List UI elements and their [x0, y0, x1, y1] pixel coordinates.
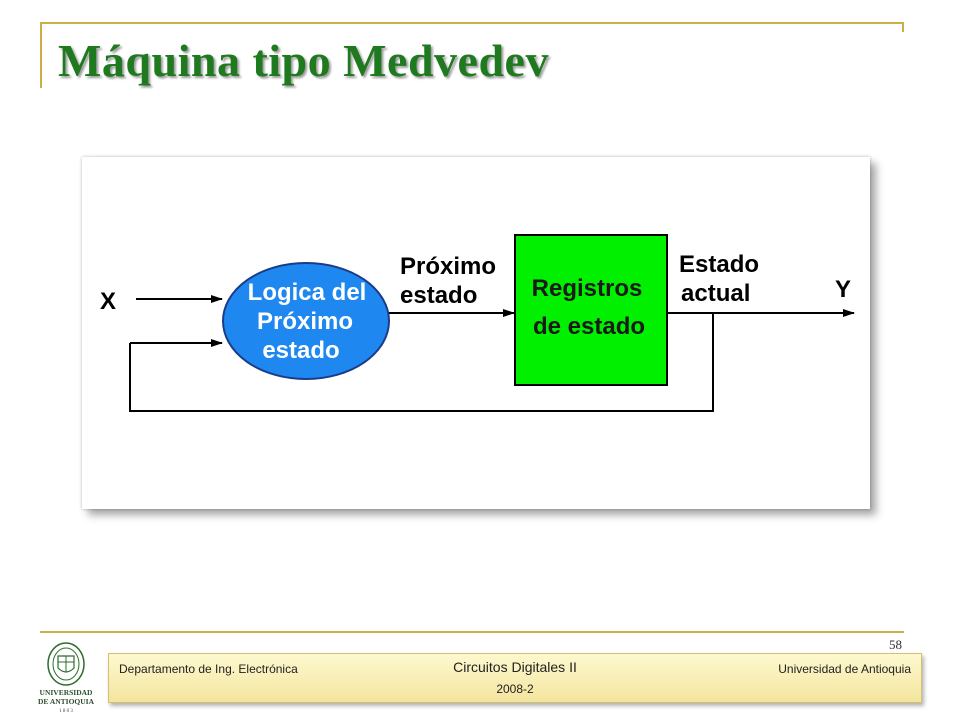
logo-text-line3: 1 8 0 3: [59, 709, 73, 714]
medvedev-diagram: Logica del Próximo estado Registros de e…: [100, 234, 855, 412]
page-number: 58: [889, 637, 902, 652]
footer-semester: 2008-2: [496, 682, 534, 696]
left-decorative-line: [40, 22, 42, 88]
current-state-label-line2: actual: [681, 280, 750, 307]
logo-text-line1: UNIVERSIDAD: [40, 688, 94, 697]
top-decorative-line: [40, 22, 904, 24]
logic-label-line1: Logica del: [248, 279, 367, 306]
logo-text-line2: DE ANTIOQUIA: [38, 697, 95, 706]
register-label-line2: de estado: [533, 313, 645, 340]
register-label-line1: Registros: [532, 275, 643, 302]
footer-decorative-line: [40, 631, 904, 633]
current-state-label-line1: Estado: [679, 251, 759, 278]
input-x-label: X: [100, 288, 116, 315]
footer-department: Departamento de Ing. Electrónica: [119, 662, 298, 676]
feedback-loop-line: [129, 313, 714, 412]
university-logo: UNIVERSIDAD DE ANTIOQUIA 1 8 0 3: [36, 640, 96, 714]
state-register-block: [514, 234, 668, 386]
slide-title: Máquina tipo Medvedev: [58, 35, 549, 86]
next-state-logic-ellipse: [222, 262, 390, 380]
footer-university: Universidad de Antioquia: [778, 662, 911, 676]
footer-bar: Departamento de Ing. Electrónica Circuit…: [108, 653, 922, 703]
next-state-label-line1: Próximo: [400, 253, 496, 280]
logic-label-line3: estado: [262, 337, 339, 364]
output-y-label: Y: [835, 276, 851, 303]
next-state-label-line2: estado: [400, 282, 477, 309]
university-seal-icon: UNIVERSIDAD DE ANTIOQUIA 1 8 0 3: [38, 642, 95, 714]
diagram-panel: Logica del Próximo estado Registros de e…: [82, 157, 870, 509]
logic-label-line2: Próximo: [257, 308, 353, 335]
right-decorative-tick: [902, 22, 904, 32]
